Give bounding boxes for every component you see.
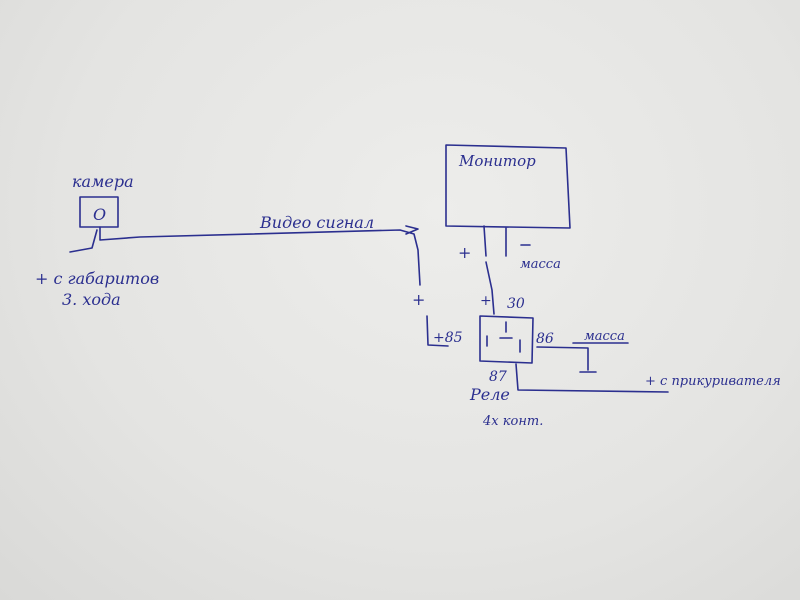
- pin-87-feed-wire: [515, 363, 669, 393]
- video-signal-wire: [99, 226, 421, 286]
- relay-plus-30: +: [480, 293, 492, 309]
- relay-name-label: Реле: [469, 385, 510, 404]
- monitor-box: [445, 144, 571, 229]
- power-source-label: + с габаритов: [35, 269, 159, 288]
- monitor-to-relay-wire: [485, 261, 495, 315]
- wire-to-85: [426, 315, 449, 347]
- camera-symbol: O: [93, 205, 106, 224]
- camera-box: [79, 196, 119, 228]
- monitor-plus: +: [458, 243, 471, 262]
- relay-ground-label: масса: [584, 329, 625, 344]
- wire-plus-label: +: [412, 290, 425, 309]
- relay-pin-30: 30: [507, 296, 525, 312]
- relay-pin-87: 87: [489, 369, 507, 385]
- relay-box: [479, 315, 534, 364]
- monitor-ground-label: масса: [520, 257, 561, 272]
- relay-internal-marks: [486, 321, 521, 353]
- video-signal-label: Видео сигнал: [259, 213, 374, 232]
- monitor-label: Монитор: [458, 152, 536, 170]
- video-arrow: [405, 225, 419, 235]
- power-source-sublabel: 3. хода: [62, 290, 121, 309]
- pin-86-ground-wire: [536, 346, 597, 373]
- camera-label: камера: [72, 172, 134, 191]
- relay-pin-85: +85: [433, 330, 463, 346]
- monitor-leads: [483, 225, 507, 257]
- ignition-feed-label: + с прикуривателя: [645, 374, 781, 389]
- relay-contacts-label: 4х конт.: [482, 414, 543, 429]
- relay-pin-86: 86: [536, 331, 554, 347]
- camera-power-wire: [69, 229, 98, 253]
